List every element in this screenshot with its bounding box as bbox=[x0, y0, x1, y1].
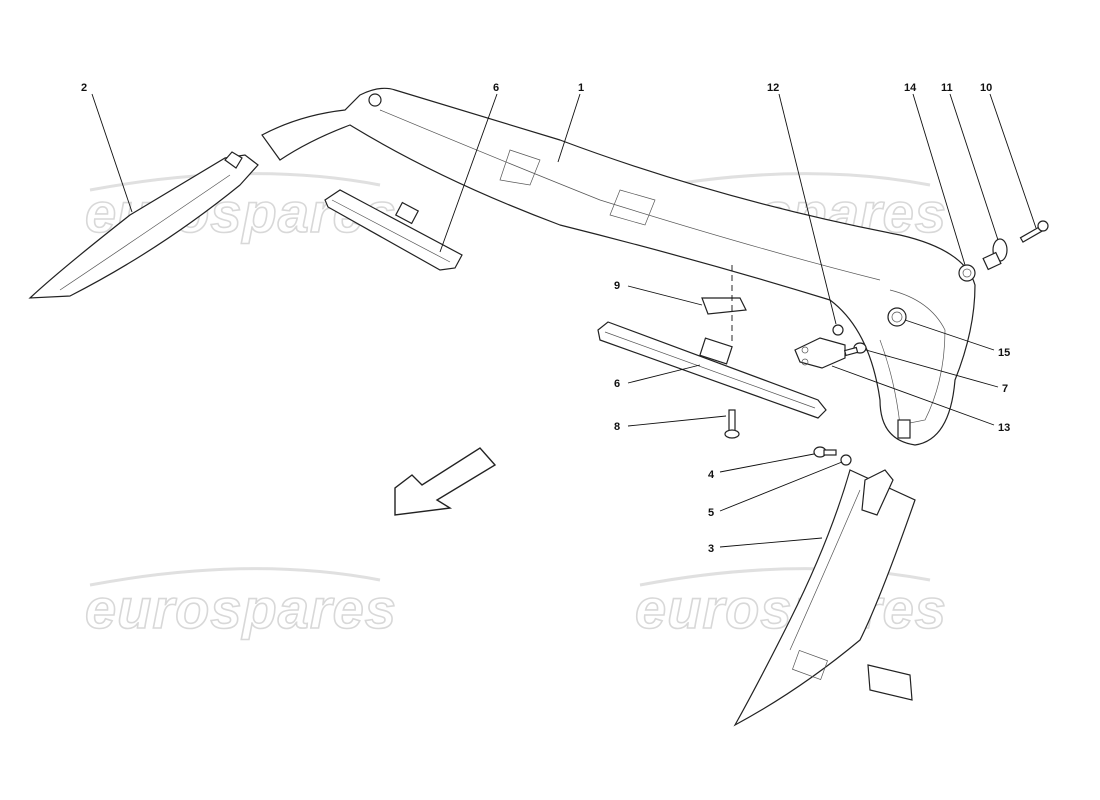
watermark-swoosh bbox=[89, 567, 381, 587]
part-5-washer bbox=[840, 454, 852, 466]
part-3-cap bbox=[867, 664, 913, 701]
callout-8: 8 bbox=[614, 421, 620, 433]
front-direction-arrow bbox=[394, 447, 497, 516]
callout-7: 7 bbox=[1002, 383, 1008, 395]
callout-6: 6 bbox=[614, 378, 620, 390]
part-13-bracket bbox=[794, 337, 846, 369]
watermark-swoosh bbox=[639, 567, 931, 587]
leader-lines bbox=[91, 93, 1037, 548]
part-12-washer bbox=[832, 324, 844, 336]
part-6-visor-pad-lower bbox=[597, 321, 827, 419]
callout-3: 3 bbox=[708, 543, 714, 555]
callout-13: 13 bbox=[998, 422, 1010, 434]
part-1-header-trim bbox=[261, 87, 976, 446]
part-7-screw bbox=[843, 342, 867, 357]
part-14-nut bbox=[958, 264, 976, 282]
part-4-screw bbox=[813, 446, 837, 458]
callout-14: 14 bbox=[904, 82, 917, 94]
callout-15: 15 bbox=[998, 347, 1010, 359]
part-2-left-pillar-trim bbox=[28, 151, 259, 299]
callout-4: 4 bbox=[708, 469, 715, 481]
part-11-bushing bbox=[982, 238, 1008, 271]
part-3-right-pillar-trim bbox=[733, 469, 916, 727]
callout-6: 6 bbox=[493, 82, 499, 94]
callout-2: 2 bbox=[81, 82, 87, 94]
callout-10: 10 bbox=[980, 82, 992, 94]
watermark-text: eurospares bbox=[85, 577, 397, 640]
part-8-screw bbox=[724, 409, 740, 439]
callout-9: 9 bbox=[614, 280, 620, 292]
callout-12: 12 bbox=[767, 82, 779, 94]
callout-1: 1 bbox=[578, 82, 584, 94]
part-9-clip bbox=[701, 265, 747, 345]
part-6-visor-pad-upper bbox=[324, 189, 463, 271]
callout-5: 5 bbox=[708, 507, 714, 519]
part-10-screw bbox=[1019, 220, 1049, 243]
callout-11: 11 bbox=[941, 82, 953, 94]
